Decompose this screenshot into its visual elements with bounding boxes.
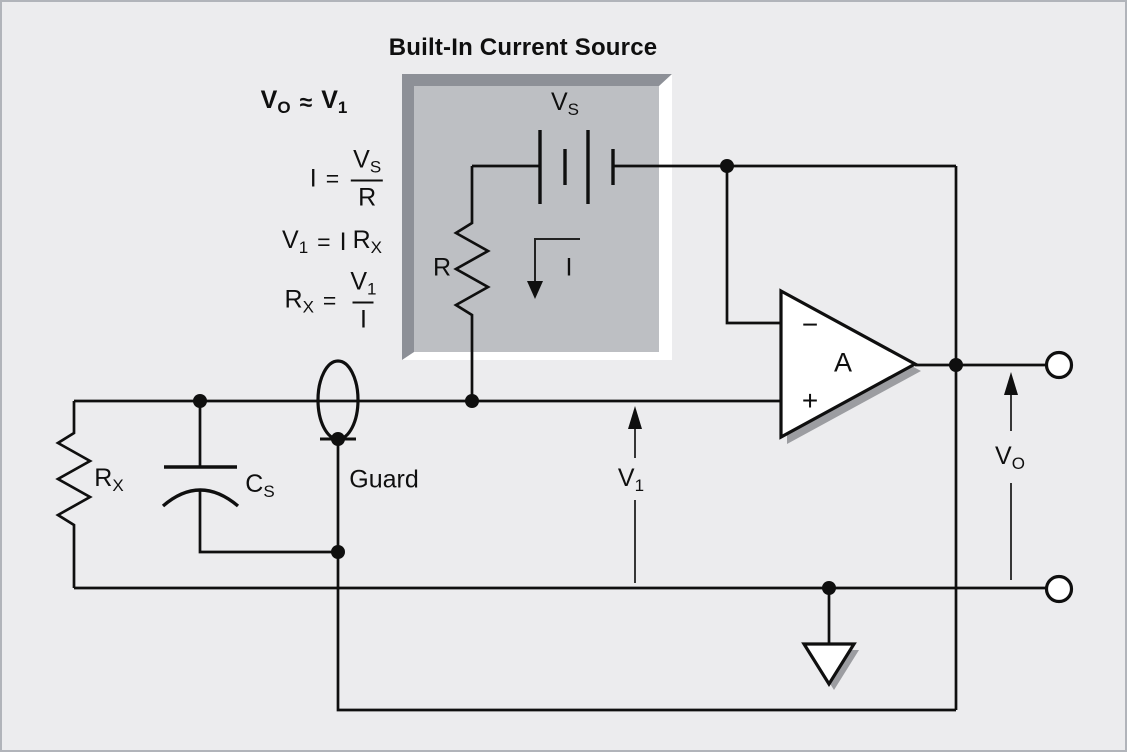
eq2-denominator: R: [351, 179, 384, 211]
label-i: I: [565, 253, 573, 282]
current-arrow-head: [527, 281, 543, 299]
diagram-title: Built-In Current Source: [388, 34, 658, 61]
wires: [55, 164, 1046, 712]
vo-measure-arrow: [1004, 372, 1018, 580]
eq1-lhs: VO: [260, 86, 291, 117]
equation-i-equals-vs-over-r: I = VS R: [309, 145, 386, 211]
label-vs: VS: [550, 88, 580, 119]
label-vo: VO: [995, 442, 1025, 473]
eq4-fraction: V1 I: [345, 267, 381, 333]
equation-v1-equals-irx: V1 = I RX: [282, 226, 382, 257]
junction-dot-resistor-r: [465, 394, 479, 408]
wire-inverting-input: [725, 166, 781, 325]
eq1-rhs: V1: [321, 86, 348, 117]
eq2-numerator: VS: [353, 145, 382, 177]
junction-dot-capacitor-top: [193, 394, 207, 408]
current-arrow-shaft: [534, 238, 580, 282]
equation-rx-equals-v1-over-i: RX = V1 I: [284, 267, 382, 333]
eq4-lhs: RX: [284, 285, 314, 316]
eq2-lhs: I: [309, 164, 317, 193]
ground-symbol: [801, 642, 859, 690]
wire-guard-shield: [336, 439, 956, 712]
resistor-r-symbol: [453, 166, 491, 401]
capacitor-cs-symbol: [161, 465, 240, 508]
v1-arrow-head: [628, 406, 642, 429]
capacitor-plate-curved: [161, 488, 240, 508]
equals-sign: =: [322, 287, 337, 314]
resistor-rx-symbol: [55, 401, 93, 588]
terminal-output-bottom: [1044, 574, 1074, 604]
approx-sign: ≈: [299, 88, 313, 115]
eq4-denominator: I: [352, 301, 374, 333]
opamp-body: [779, 288, 919, 440]
label-opamp-minus: −: [801, 309, 819, 340]
capacitor-bottom-lead: [198, 491, 338, 554]
eq3-rhs-i: I: [339, 227, 347, 256]
eq4-numerator: V1: [350, 267, 377, 299]
junction-dot-feedback: [720, 159, 734, 173]
junction-dot-capacitor-bottom: [331, 545, 345, 559]
opamp-symbol: [779, 288, 921, 444]
label-guard: Guard: [349, 465, 419, 494]
junction-dot-guard: [331, 432, 345, 446]
eq3-lhs: V1: [282, 226, 309, 257]
equals-sign: =: [325, 165, 340, 192]
eq2-fraction: VS R: [348, 145, 386, 211]
vo-arrow-head: [1004, 372, 1018, 395]
equation-vo-approx-v1: VO ≈ V1: [260, 86, 348, 117]
current-source-panel: [402, 74, 672, 360]
junction-dots: [193, 159, 963, 595]
label-cs: CS: [245, 470, 275, 501]
label-rx: RX: [94, 464, 124, 495]
junction-dot-output: [949, 358, 963, 372]
eq3-rhs-rx: RX: [352, 226, 382, 257]
ground-body: [801, 642, 857, 688]
output-terminals: [1044, 350, 1074, 604]
battery-vs-symbol: [538, 130, 615, 204]
equals-sign: =: [317, 228, 331, 255]
terminal-output-top: [1044, 350, 1074, 380]
label-r: R: [432, 253, 452, 282]
label-opamp-plus: +: [801, 385, 819, 416]
v1-measure-arrow: [628, 406, 642, 583]
label-opamp-gain: A: [833, 347, 853, 378]
label-v1: V1: [617, 464, 645, 495]
current-direction-arrow: [527, 238, 580, 299]
junction-dot-ground: [822, 581, 836, 595]
